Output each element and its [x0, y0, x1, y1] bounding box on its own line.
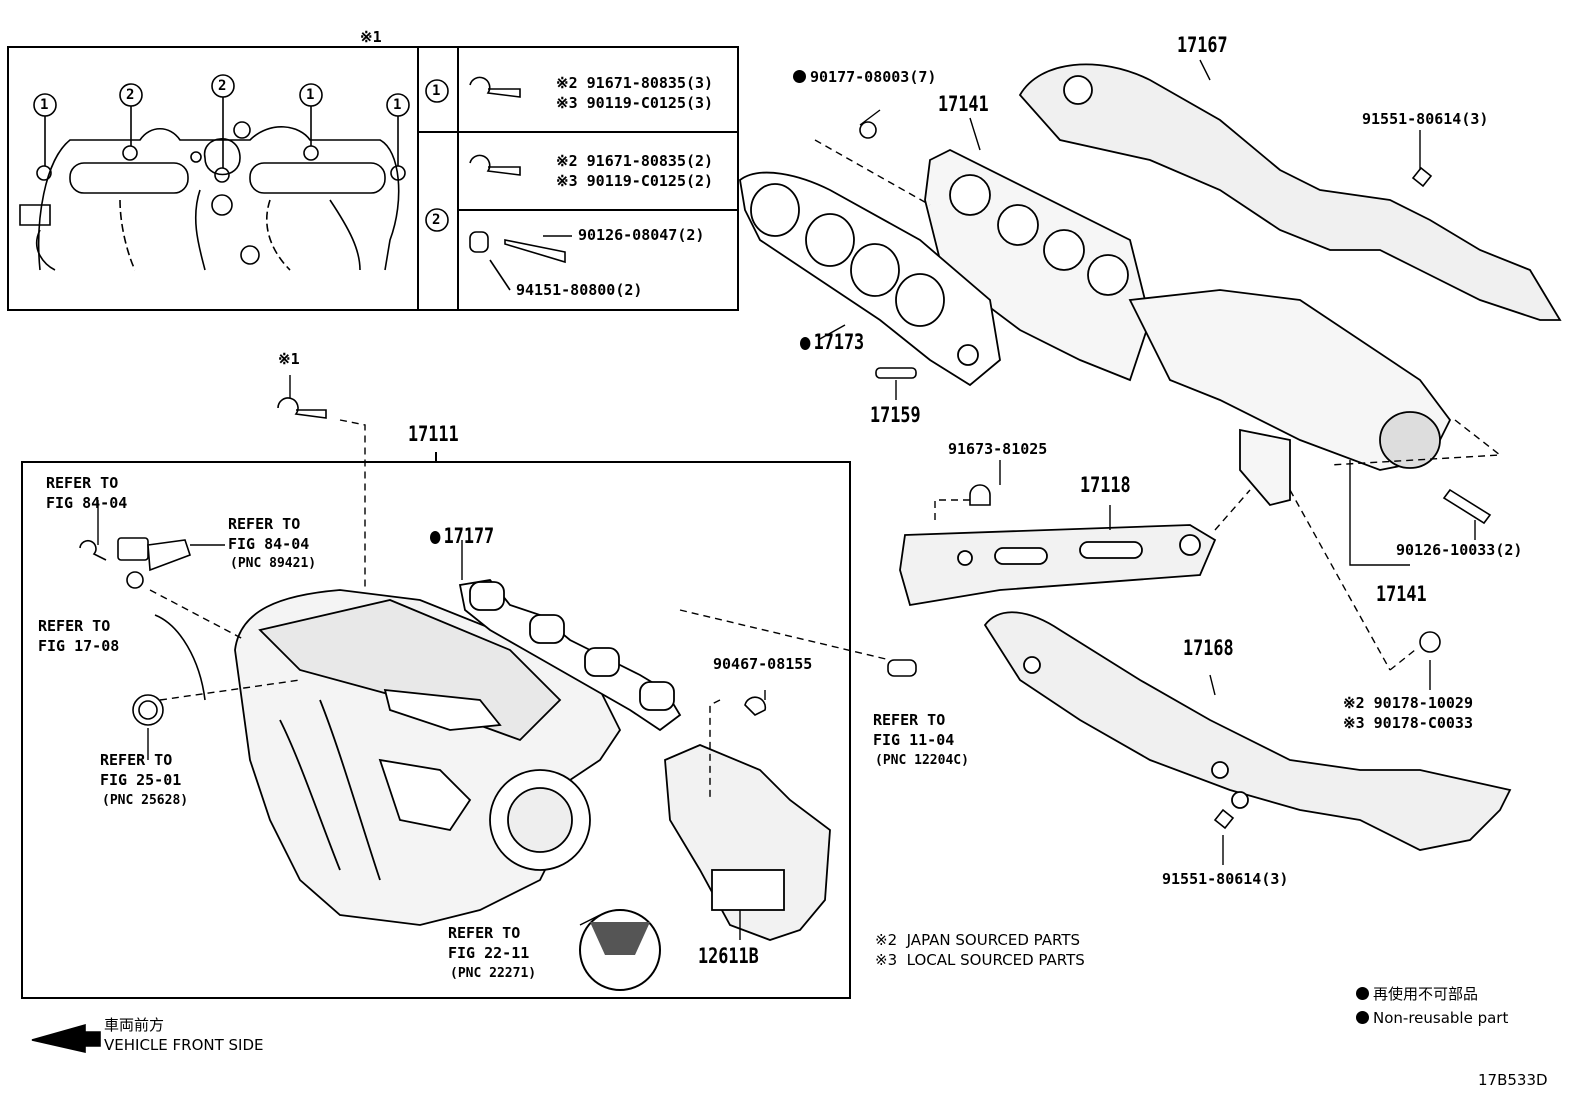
non-reusable-dot	[800, 337, 811, 350]
part-90119-C0125-2[interactable]: ※3 90119-C0125(2)	[556, 172, 714, 190]
cover-12611b-drawing	[664, 744, 831, 941]
part-91671-80835-2[interactable]: ※2 91671-80835(2)	[556, 152, 714, 170]
gasket-17173-drawing	[739, 171, 1001, 387]
exhaust-fasteners	[31, 121, 1492, 1054]
refer-fig84-04-b-pnc: (PNC 89421)	[230, 556, 317, 571]
exhaust-manifold-drawing	[924, 148, 1452, 507]
note-japan-sourced: ※2 JAPAN SOURCED PARTS	[875, 931, 1081, 949]
part-90178-10029[interactable]: ※2 90178-10029	[1343, 694, 1473, 712]
refer-fig84-04-b-line1: REFER TO	[228, 515, 301, 533]
intake-manifold-drawing	[234, 589, 622, 926]
refer-fig25-01-pnc: (PNC 25628)	[102, 793, 189, 808]
part-17159[interactable]: 17159	[870, 403, 921, 427]
part-90126-08047[interactable]: 90126-08047(2)	[578, 226, 705, 244]
refer-fig25-01-line2[interactable]: FIG 25-01	[100, 771, 182, 789]
detail-marker-2b: 2	[218, 78, 227, 94]
refer-fig25-01-line1: REFER TO	[100, 751, 173, 769]
table-row2-number: 2	[432, 212, 441, 228]
table-bolts	[469, 76, 572, 291]
refer-fig11-04-pnc: (PNC 12204C)	[875, 753, 969, 768]
part-17177[interactable]: 17177	[430, 524, 494, 548]
part-17173[interactable]: 17173	[800, 330, 864, 354]
refer-fig22-11-line2[interactable]: FIG 22-11	[448, 944, 530, 962]
direction-label-jp: 車両前方	[104, 1016, 165, 1034]
detail-marker-1c: 1	[393, 97, 402, 113]
table-row1-number: 1	[432, 83, 441, 99]
refer-fig11-04-line1: REFER TO	[873, 711, 946, 729]
non-reusable-dot	[430, 531, 441, 544]
legend-non-reusable-jp: 再使用不可部品	[1356, 983, 1478, 1004]
detail-marker-1a: 1	[40, 97, 49, 113]
detail-marker-circles	[33, 74, 449, 232]
part-91551-80614-bottom[interactable]: 91551-80614(3)	[1162, 870, 1289, 888]
detail-marker-1b: 1	[306, 87, 315, 103]
part-17111[interactable]: 17111	[408, 422, 459, 446]
legend-non-reusable-en: Non-reusable part	[1356, 1009, 1508, 1027]
intake-small-parts	[79, 397, 917, 726]
refer-fig22-11-pnc: (PNC 22271)	[450, 966, 537, 981]
direction-label-en: VEHICLE FRONT SIDE	[104, 1036, 264, 1054]
part-91671-80835-3[interactable]: ※2 91671-80835(3)	[556, 74, 714, 92]
heat-insulator-17168-drawing	[983, 611, 1512, 851]
legend-dot-icon	[1356, 987, 1369, 1000]
part-17168[interactable]: 17168	[1183, 636, 1234, 660]
part-17141-bottom[interactable]: 17141	[1376, 582, 1427, 606]
filter-screen-drawing	[579, 909, 661, 991]
detail-box	[7, 46, 739, 311]
part-90177-08003[interactable]: 90177-08003(7)	[793, 68, 936, 86]
part-17118[interactable]: 17118	[1080, 473, 1131, 497]
ref-mark-bolt: ※1	[278, 350, 300, 368]
part-12611B[interactable]: 12611B	[698, 944, 759, 968]
part-90467-08155[interactable]: 90467-08155	[713, 655, 813, 673]
bracket-17118-drawing	[899, 524, 1217, 607]
refer-fig17-08-line2[interactable]: FIG 17-08	[38, 637, 120, 655]
refer-fig84-04-b-line2[interactable]: FIG 84-04	[228, 535, 310, 553]
ref-mark-top: ※1	[360, 28, 382, 46]
non-reusable-dot	[793, 70, 806, 83]
part-17167[interactable]: 17167	[1177, 33, 1228, 57]
part-90178-C0033[interactable]: ※3 90178-C0033	[1343, 714, 1473, 732]
part-90126-10033[interactable]: 90126-10033(2)	[1396, 541, 1523, 559]
part-94151-80800[interactable]: 94151-80800(2)	[516, 281, 643, 299]
refer-fig17-08-line1: REFER TO	[38, 617, 111, 635]
refer-fig84-04-a-line2[interactable]: FIG 84-04	[46, 494, 128, 512]
part-91673-81025[interactable]: 91673-81025	[948, 440, 1048, 458]
leader-lines	[97, 59, 1502, 940]
note-local-sourced: ※3 LOCAL SOURCED PARTS	[875, 951, 1085, 969]
detail-flange-sketch	[19, 121, 406, 271]
part-91551-80614-top[interactable]: 91551-80614(3)	[1362, 110, 1489, 128]
part-90119-C0125-3[interactable]: ※3 90119-C0125(3)	[556, 94, 714, 112]
heat-insulator-17167-drawing	[1018, 63, 1562, 321]
figure-code: 17B533D	[1478, 1071, 1548, 1089]
refer-fig22-11-line1: REFER TO	[448, 924, 521, 942]
detail-marker-2a: 2	[126, 87, 135, 103]
part-17141-top[interactable]: 17141	[938, 92, 989, 116]
refer-fig11-04-line2[interactable]: FIG 11-04	[873, 731, 955, 749]
refer-fig84-04-a-line1: REFER TO	[46, 474, 119, 492]
legend-dot-icon	[1356, 1011, 1369, 1024]
intake-gasket-drawing	[458, 579, 682, 732]
